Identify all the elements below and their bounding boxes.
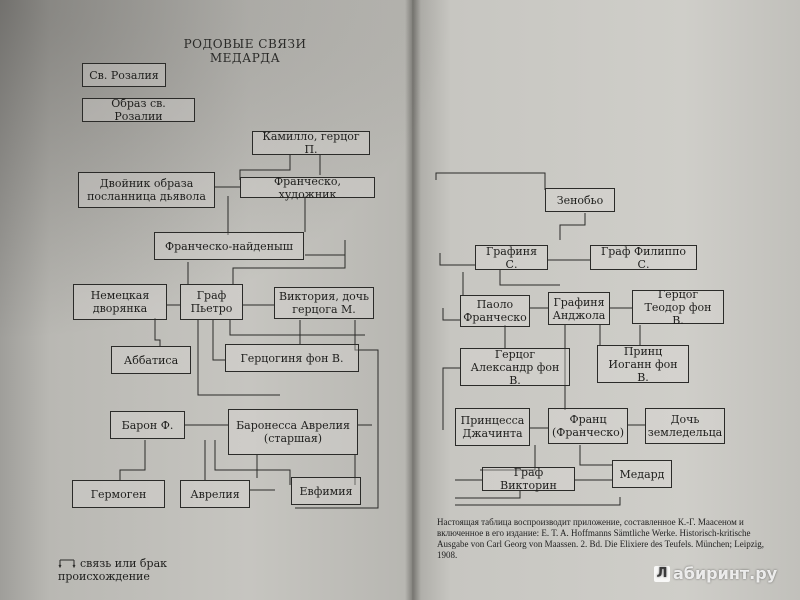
node-grafinya-s: Графиня С. — [475, 245, 548, 271]
book-gutter — [405, 0, 421, 600]
node-franc: Франц (Франческо) — [548, 408, 628, 444]
legend-origin-label: происхождение — [58, 570, 150, 583]
node-gercoginya-fon-v: Герцогиня фон В. — [225, 344, 359, 372]
node-viktoria: Виктория, дочь герцога М. — [274, 287, 374, 319]
node-francesco-hudozhnik: Франческо, художник — [240, 175, 375, 201]
legend: связь или брак происхождение — [58, 557, 167, 583]
node-medard: Медард — [612, 460, 672, 488]
node-graf-filippo: Граф Филиппо С. — [590, 245, 697, 271]
node-francesco-naidenysh: Франческо-найденыш — [154, 232, 304, 260]
link-arrows-icon — [58, 559, 76, 569]
watermark: Л абиринт.ру — [654, 564, 777, 583]
node-kamillo: Камилло, герцог П. — [252, 130, 370, 156]
node-obraz-rozalii: Образ св. Розалии — [82, 97, 195, 123]
node-nemeckaya-dvoryanka: Немецкая дворянка — [73, 284, 167, 320]
node-abbatisa: Аббатиса — [111, 346, 191, 374]
node-baronessa-avrelia: Баронесса Аврелия (старшая) — [228, 409, 358, 455]
node-grafinya-andzhola: Графиня Анджола — [548, 292, 610, 325]
right-page — [412, 0, 800, 600]
node-graf-pietro: Граф Пьетро — [180, 284, 243, 320]
node-dvoinik: Двойник образа посланница дьявола — [78, 172, 215, 208]
left-page — [0, 0, 415, 600]
node-gercog-teodor: Герцог Теодор фон В. — [632, 288, 724, 327]
legend-origin-row: происхождение — [58, 570, 167, 583]
legend-link-row: связь или брак — [58, 557, 167, 570]
node-baron-f: Барон Ф. — [110, 411, 185, 439]
node-evfimia: Евфимия — [291, 477, 361, 505]
node-germogen: Гермоген — [72, 480, 165, 508]
node-avrelia: Аврелия — [180, 480, 250, 508]
node-princessa-dzhachinta: Принцесса Джачинта — [455, 408, 530, 446]
labirint-logo-icon: Л — [654, 565, 670, 582]
node-doch-zemledelca: Дочь земледельца — [645, 408, 725, 444]
watermark-text: абиринт.ру — [673, 564, 778, 583]
source-note: Настоящая таблица воспроизводит приложен… — [437, 517, 764, 560]
node-rozalia: Св. Розалия — [82, 63, 166, 87]
node-graf-viktorin: Граф Викторин — [482, 466, 575, 492]
node-princ-iogann: Принц Иоганн фон В. — [597, 345, 689, 384]
node-zenobio: Зенобьо — [545, 188, 615, 212]
legend-link-label: связь или брак — [80, 557, 168, 570]
node-gercog-aleksandr: Герцог Александр фон В. — [460, 348, 570, 387]
node-paolo-francesco: Паоло Франческо — [460, 295, 530, 327]
page-title: РОДОВЫЕ СВЯЗИ МЕДАРДА — [183, 37, 307, 65]
